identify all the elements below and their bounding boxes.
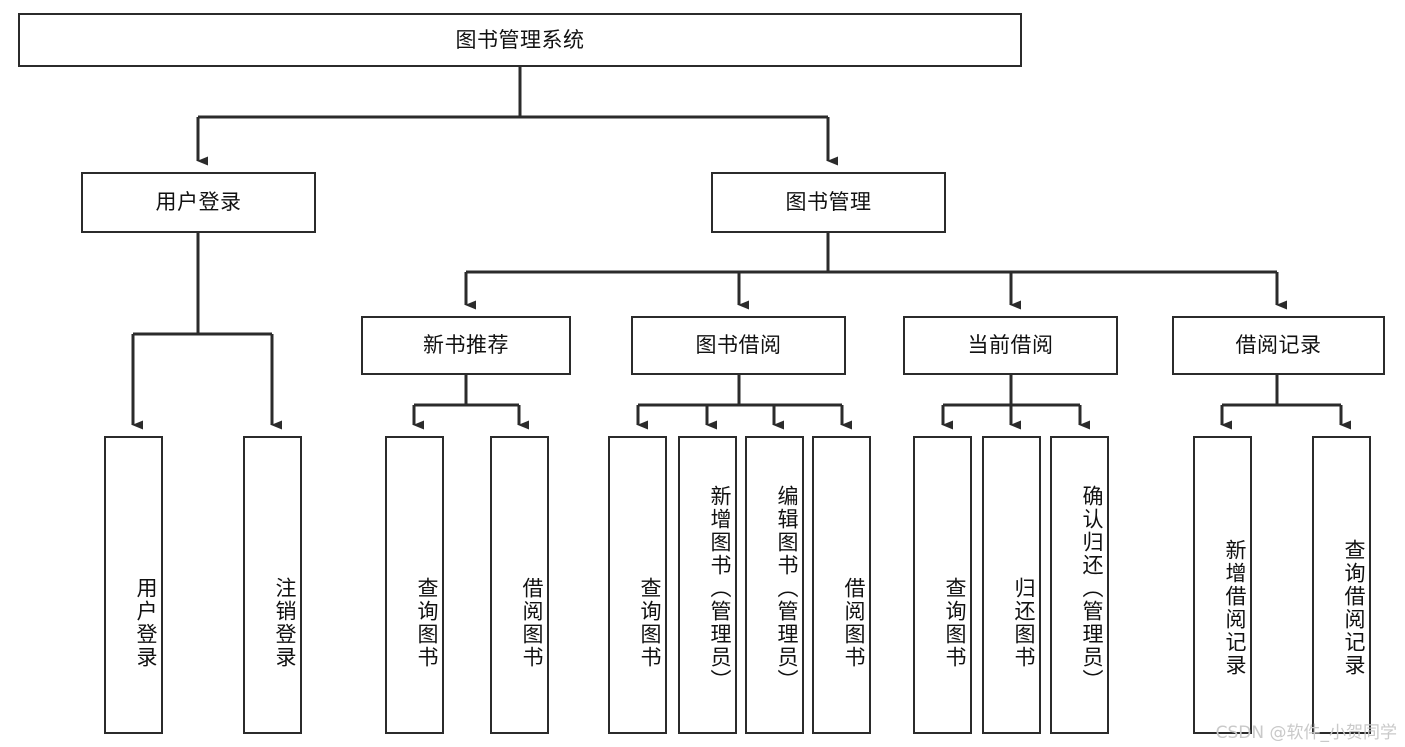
node-label: 查询图书 [415,577,439,669]
node-borrow-record[interactable]: 借阅记录 [1172,316,1385,375]
leaf-add-book-admin[interactable]: 新增图书（管理员） [678,436,737,734]
node-user-login[interactable]: 用户登录 [81,172,316,233]
node-label: 借阅图书 [842,577,866,669]
node-label: 新书推荐 [423,333,509,358]
node-label: 查询借阅记录 [1342,539,1366,677]
leaf-logout[interactable]: 注销登录 [243,436,302,734]
node-label: 查询图书 [638,577,662,669]
node-label: 归还图书 [1012,577,1036,669]
leaf-add-borrow-record[interactable]: 新增借阅记录 [1193,436,1252,734]
leaf-query-book-borrow[interactable]: 查询图书 [608,436,667,734]
node-label: 确认归还（管理员） [1080,484,1104,692]
node-label: 注销登录 [273,577,297,669]
node-label: 用户登录 [134,577,158,669]
leaf-confirm-return-admin[interactable]: 确认归还（管理员） [1050,436,1109,734]
node-label: 图书借阅 [695,333,782,358]
leaf-edit-book-admin[interactable]: 编辑图书（管理员） [745,436,804,734]
leaf-query-borrow-record[interactable]: 查询借阅记录 [1312,436,1371,734]
node-label: 当前借阅 [967,333,1054,358]
node-book-borrow[interactable]: 图书借阅 [631,316,846,375]
node-label: 图书管理系统 [455,27,585,52]
node-label: 用户登录 [155,190,242,215]
node-label: 编辑图书（管理员） [775,484,799,692]
node-root-book-management-system[interactable]: 图书管理系统 [18,13,1022,67]
leaf-borrow-book[interactable]: 借阅图书 [812,436,871,734]
leaf-query-book-recommend[interactable]: 查询图书 [385,436,444,734]
node-new-book-recommend[interactable]: 新书推荐 [361,316,571,375]
node-label: 新增图书（管理员） [708,484,732,692]
leaf-user-login[interactable]: 用户登录 [104,436,163,734]
node-current-borrow[interactable]: 当前借阅 [903,316,1118,375]
leaf-return-book[interactable]: 归还图书 [982,436,1041,734]
node-label: 查询图书 [943,577,967,669]
watermark: CSDN @软件_小贺同学 [1215,723,1397,743]
node-label: 借阅记录 [1235,333,1322,358]
leaf-borrow-book-recommend[interactable]: 借阅图书 [490,436,549,734]
node-label: 新增借阅记录 [1223,539,1247,677]
node-label: 借阅图书 [520,577,544,669]
node-book-management[interactable]: 图书管理 [711,172,946,233]
node-label: 图书管理 [785,190,872,215]
leaf-query-book-current[interactable]: 查询图书 [913,436,972,734]
